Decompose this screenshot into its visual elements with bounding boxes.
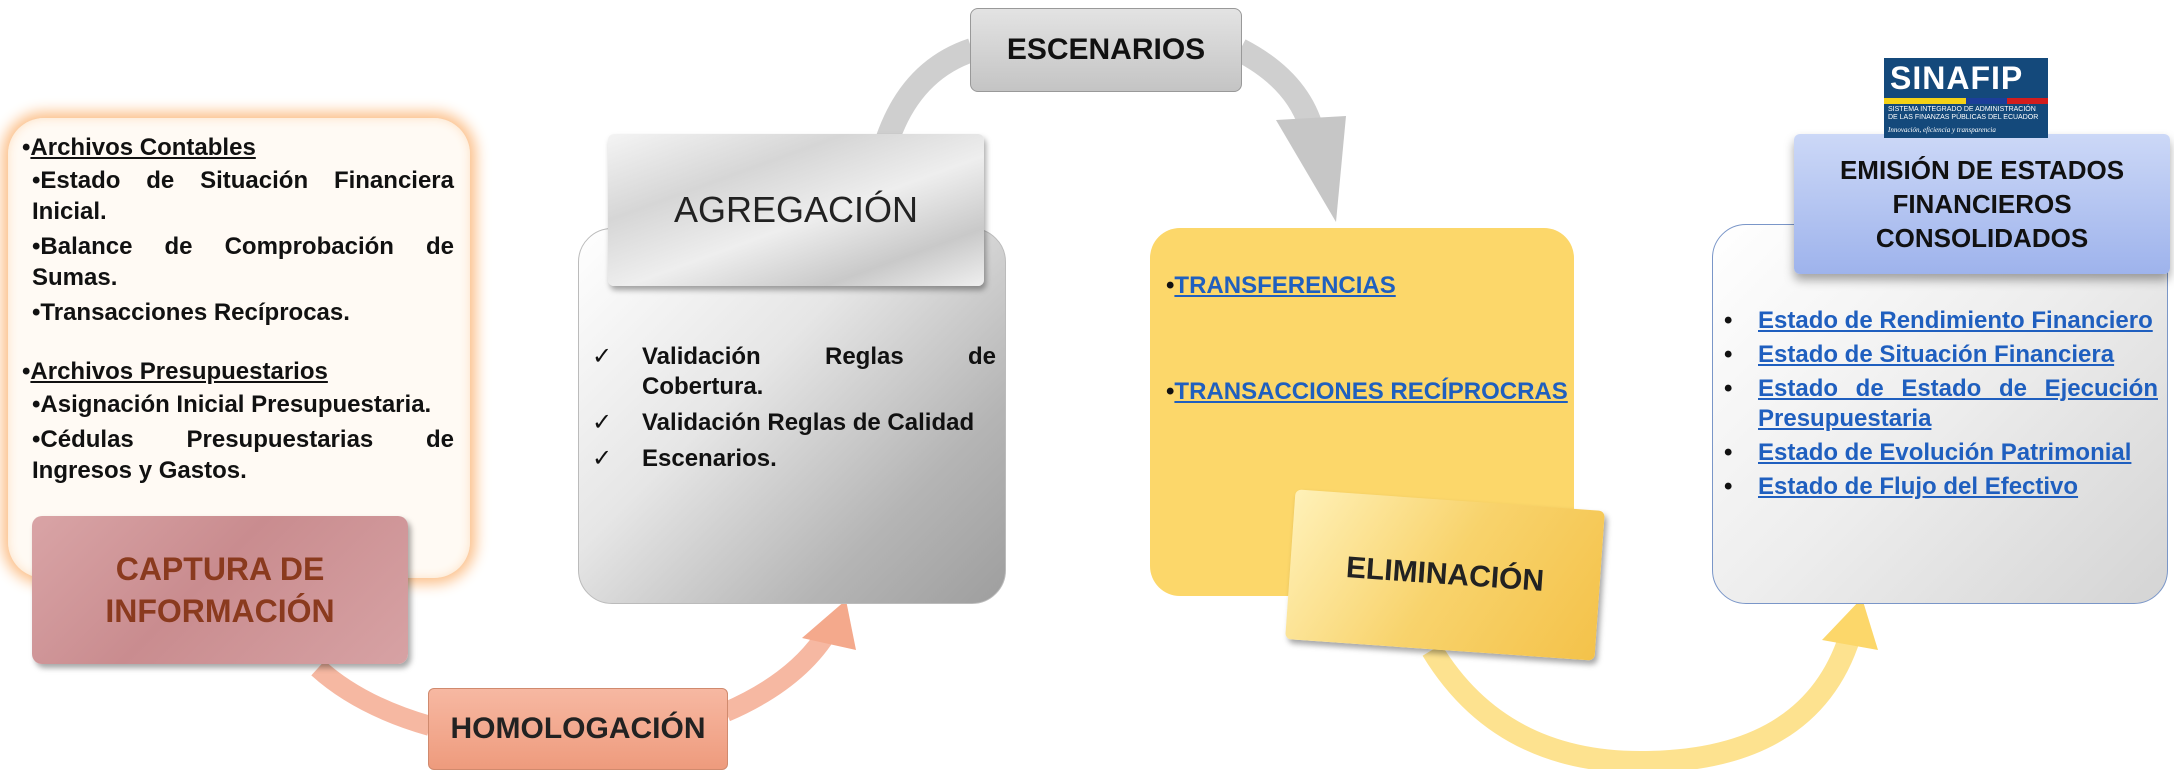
checkmark-icon: ✓ [592,409,613,436]
sinafip-logo: SINAFIP SISTEMA INTEGRADO DE ADMINISTRAC… [1884,58,2048,138]
captura-label: CAPTURA DE INFORMACIÓN [32,516,408,664]
link-text[interactable]: TRANSFERENCIAS [1174,272,1396,299]
arrow-head-emision [1822,598,1878,650]
list-item: Cédulas Presupuestarias de Ingresos y Ga… [22,424,454,486]
list-item[interactable]: •Estado de Flujo del Efectivo [1724,473,2079,500]
arc-eliminacion-emision [1422,632,1861,769]
emision-label-text: EMISIÓN DE ESTADOS FINANCIEROS CONSOLIDA… [1839,155,2125,253]
agregacion-label: AGREGACIÓN [608,134,984,286]
list-item[interactable]: •Estado de Situación Financiera [1724,341,2115,368]
arc-agregacion-escenarios [876,38,977,143]
emision-list: •Estado de Rendimiento Financiero •Estad… [1724,306,2158,506]
emision-panel [1712,224,2168,604]
emision-label: EMISIÓN DE ESTADOS FINANCIEROS CONSOLIDA… [1794,134,2170,274]
list-item: Estado de Situación Financiera Inicial. [22,165,454,227]
eliminacion-label-text: ELIMINACIÓN [1344,551,1546,598]
homologacion-label: HOMOLOGACIÓN [450,712,706,745]
list-item: ✓ Escenarios. [590,444,996,474]
logo-flag-stripe [1884,98,2048,104]
estado-link[interactable]: Estado de Flujo del Efectivo [1758,473,2079,500]
checkmark-icon: ✓ [592,343,613,370]
list-item-text: Escenarios. [642,445,777,472]
transacciones-reciprocas-link[interactable]: TRANSACCIONES RECÍPROCRAS [1166,378,1568,406]
arrow-head-agregacion [802,600,856,650]
logo-tagline: Innovación, eficiencia y transparencia [1888,126,1996,134]
logo-subtitle: SISTEMA INTEGRADO DE ADMINISTRACIÓN DE L… [1888,106,2039,121]
list-item: Transacciones Recíprocas. [22,297,454,328]
eliminacion-label: ELIMINACIÓN [1285,489,1605,661]
captura-content: Archivos Contables Estado de Situación F… [22,132,454,490]
captura-label-text: CAPTURA DE INFORMACIÓN [105,551,335,629]
checkmark-icon: ✓ [592,445,613,472]
archivos-contables-title: Archivos Contables [22,132,454,163]
list-item: Asignación Inicial Presupuestaria. [22,389,454,420]
arc-escenarios-eliminacion [1234,39,1324,134]
list-item: ✓ Validación Reglas de Calidad [590,408,996,438]
escenarios-label: ESCENARIOS [1006,33,1206,66]
agregacion-label-text: AGREGACIÓN [673,189,919,230]
link-text[interactable]: TRANSACCIONES RECÍPROCRAS [1174,378,1568,405]
list-item-text: Validación Reglas de Calidad [642,409,975,436]
arrow-head-eliminacion [1276,116,1346,222]
list-item[interactable]: •Estado de Evolución Patrimonial [1724,439,2132,466]
list-item: Balance de Comprobación de Sumas. [22,231,454,293]
estado-link[interactable]: Estado de Rendimiento Financiero [1758,307,2153,334]
archivos-presupuestarios-title: Archivos Presupuestarios [22,356,454,387]
estado-link[interactable]: Estado de Estado de Ejecución Presupuest… [1758,375,2158,432]
estado-link[interactable]: Estado de Evolución Patrimonial [1758,439,2132,466]
agregacion-panel [578,228,1006,604]
logo-name: SINAFIP [1890,60,2024,96]
agregacion-list: ✓ Validación Reglas de Cobertura. ✓ Valida… [590,342,996,480]
list-item: ✓ Validación Reglas de Cobertura. [590,342,996,402]
escenarios-box: ESCENARIOS [970,8,1242,92]
estado-link[interactable]: Estado de Situación Financiera [1758,341,2115,368]
list-item[interactable]: •Estado de Estado de Ejecución Presupues… [1724,375,2158,432]
transferencias-link[interactable]: TRANSFERENCIAS [1166,272,1396,300]
list-item-text: Validación Reglas de Cobertura. [642,343,996,400]
arc-captura-homologacion [311,660,433,736]
homologacion-box: HOMOLOGACIÓN [428,688,728,770]
list-item[interactable]: •Estado de Rendimiento Financiero [1724,307,2153,334]
